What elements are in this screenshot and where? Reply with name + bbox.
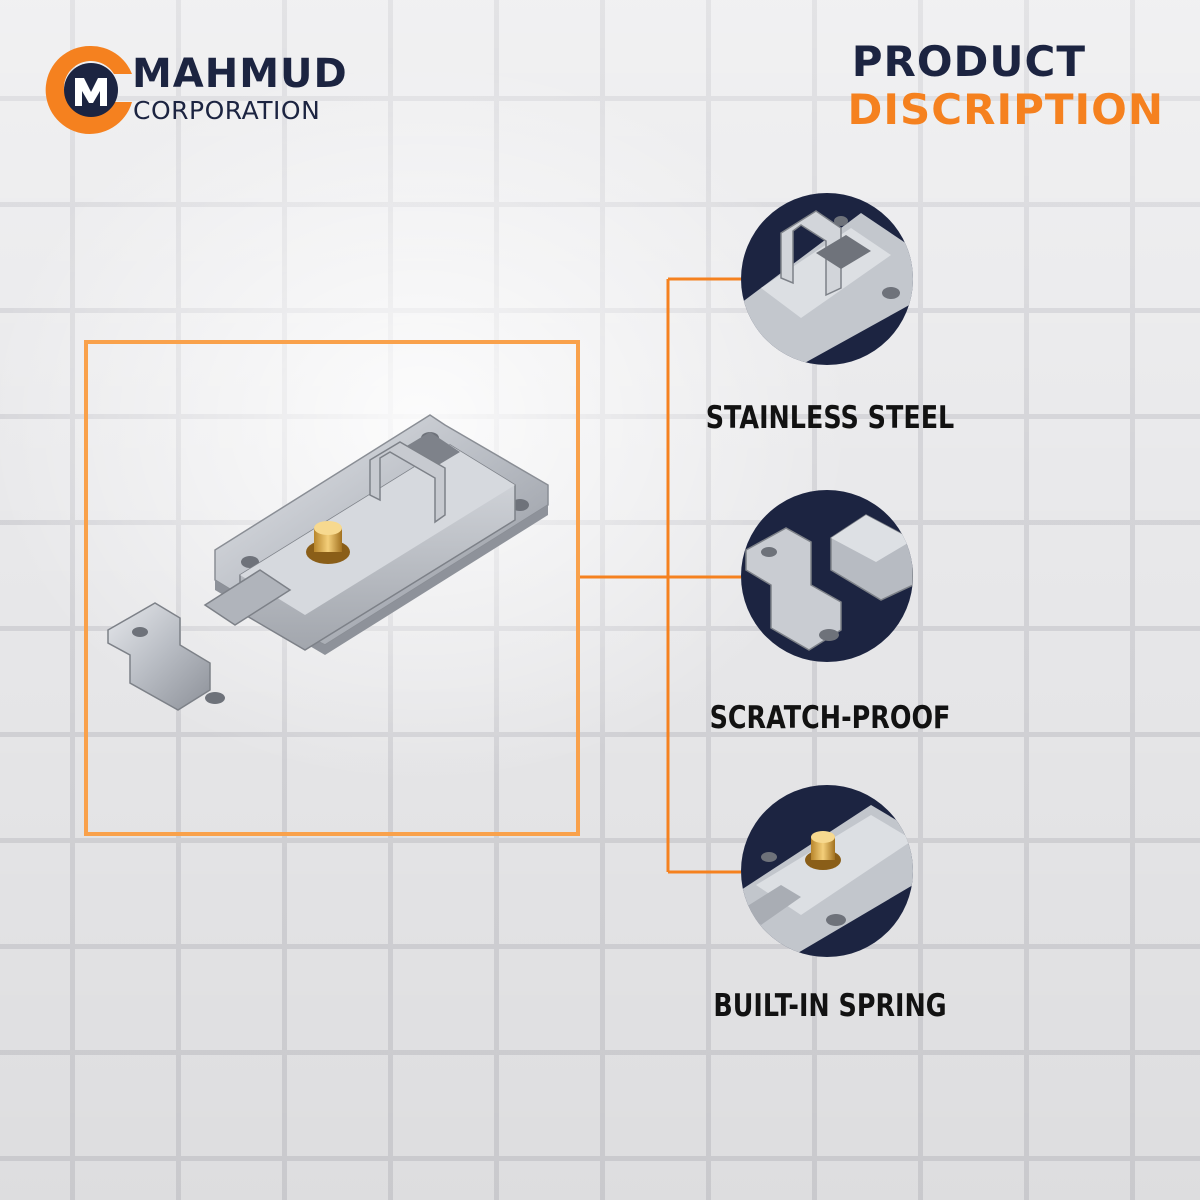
product-frame xyxy=(84,340,580,836)
mahmud-m-logo-icon xyxy=(45,45,133,134)
heading-line-1: PRODUCT xyxy=(851,37,1086,86)
slide-latch-bolt-icon xyxy=(107,414,549,711)
feature-image-built-in-spring xyxy=(741,785,913,957)
latch-bracket-icon xyxy=(745,514,913,651)
brass-knob-icon xyxy=(741,805,913,957)
latch-closeup-icon xyxy=(741,210,913,365)
heading-line-2: DISCRIPTION xyxy=(847,85,1164,134)
feature-image-stainless-steel xyxy=(741,193,913,365)
brand-subtitle: CORPORATION xyxy=(133,96,321,125)
feature-label-scratch-proof: SCRATCH-PROOF xyxy=(709,700,951,736)
brand-name: MAHMUD xyxy=(132,51,348,97)
feature-label-built-in-spring: BUILT-IN SPRING xyxy=(713,988,947,1024)
feature-image-scratch-proof xyxy=(741,490,913,662)
feature-label-stainless-steel: STAINLESS STEEL xyxy=(705,400,955,436)
brand-logo: MAHMUD CORPORATION xyxy=(40,40,380,140)
